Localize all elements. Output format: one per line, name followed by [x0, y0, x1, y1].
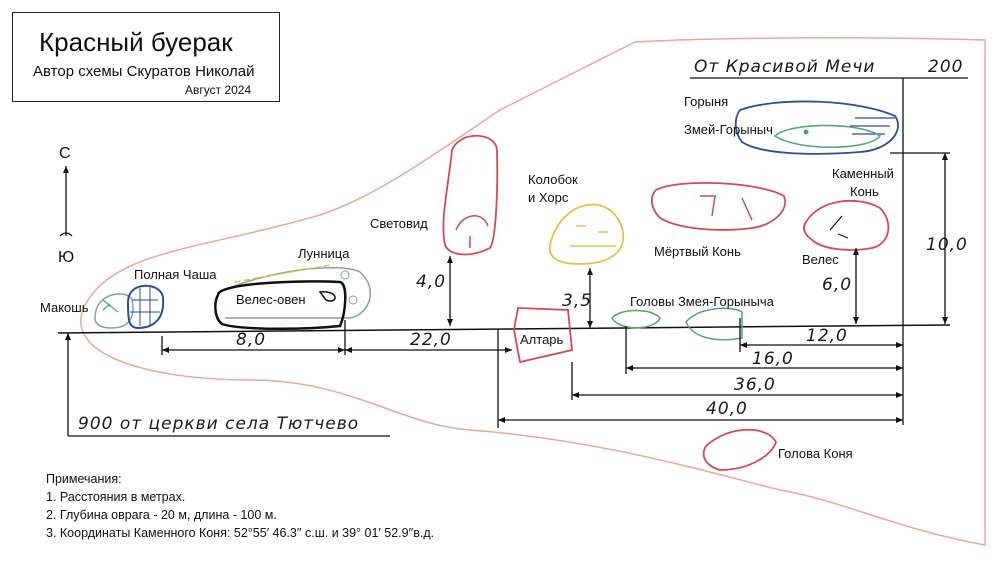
dist-6: 6,0 — [822, 275, 852, 295]
stone-svetovid — [442, 134, 499, 256]
notes: Примечания: 1. Расстояния в метрах. 2. Г… — [46, 470, 434, 542]
label-kolobok: Колобок — [528, 172, 578, 187]
label-horse-head: Голова Коня — [778, 446, 853, 461]
stone-makosh — [94, 293, 134, 329]
stone-kolobok — [548, 203, 625, 265]
beautiful-mecha-distance: 200 — [928, 57, 963, 77]
compass-north: С — [59, 145, 71, 162]
title-box: Красный буерак Автор схемы Скуратов Нико… — [12, 12, 280, 102]
ravine-outline — [80, 37, 986, 546]
dist-36: 36,0 — [734, 375, 776, 395]
beautiful-mecha-label: От Красивой Мечи — [694, 57, 875, 77]
label-full-bowl: Полная Чаша — [134, 267, 217, 282]
stone-stone-horse — [803, 199, 890, 251]
stone-dead-horse — [651, 181, 786, 231]
dist-40: 40,0 — [706, 399, 748, 419]
label-goryna: Горыня — [684, 94, 728, 109]
label-veles: Велес — [802, 252, 839, 267]
scheme-date: Август 2024 — [185, 83, 252, 97]
scheme-author: Автор схемы Скуратов Николай — [33, 63, 255, 80]
compass-south: Ю — [58, 249, 74, 266]
label-lunnitsa: Лунница — [298, 246, 350, 261]
dist-3-5: 3,5 — [562, 291, 592, 311]
label-stone-horse: Каменный — [832, 166, 894, 181]
stone-goryna — [734, 100, 899, 155]
dist-8: 8,0 — [236, 330, 266, 350]
stone-lunnitsa — [224, 264, 372, 319]
label-zmey-heads: Головы Змея-Горыныча — [630, 294, 775, 309]
stone-zmey — [773, 124, 882, 148]
church-reference: 900 от церкви села Тютчево — [65, 333, 390, 437]
dist-4: 4,0 — [416, 272, 446, 292]
stone-horse-head — [702, 428, 777, 471]
dist-10: 10,0 — [926, 235, 968, 255]
label-dead-horse: Мёртвый Конь — [654, 244, 741, 259]
dist-12: 12,0 — [806, 326, 848, 346]
compass: С Ю — [58, 145, 74, 266]
stone-zmey-heads — [611, 307, 743, 341]
note-item: 2. Глубина оврага - 20 м, длина - 100 м. — [46, 508, 277, 522]
label-makosh: Макошь — [40, 300, 89, 315]
label-svetovid: Световид — [370, 216, 428, 231]
scheme-title: Красный буерак — [39, 27, 233, 57]
dist-16: 16,0 — [752, 349, 794, 369]
note-item: 3. Координаты Каменного Коня: 52°55′ 46.… — [46, 526, 435, 540]
note-item: 1. Расстояния в метрах. — [46, 490, 186, 504]
stone-full-bowl — [126, 284, 165, 330]
baseline — [57, 324, 951, 334]
church-reference-label: 900 от церкви села Тютчево — [78, 414, 359, 434]
label-stone-horse-2: Конь — [850, 184, 879, 199]
stone-veles-oven — [214, 280, 347, 331]
stone-altar — [513, 307, 573, 364]
label-veles-oven: Велес-овен — [236, 292, 306, 307]
label-altar: Алтарь — [520, 332, 564, 347]
beautiful-mecha-reference: От Красивой Мечи 200 — [690, 57, 968, 425]
notes-heading: Примечания: — [46, 472, 122, 486]
label-zmey: Змей-Горыныч — [684, 122, 773, 137]
label-kolobok-2: и Хорс — [528, 190, 569, 205]
dimension-lines — [161, 152, 950, 428]
dist-22: 22,0 — [410, 330, 452, 350]
